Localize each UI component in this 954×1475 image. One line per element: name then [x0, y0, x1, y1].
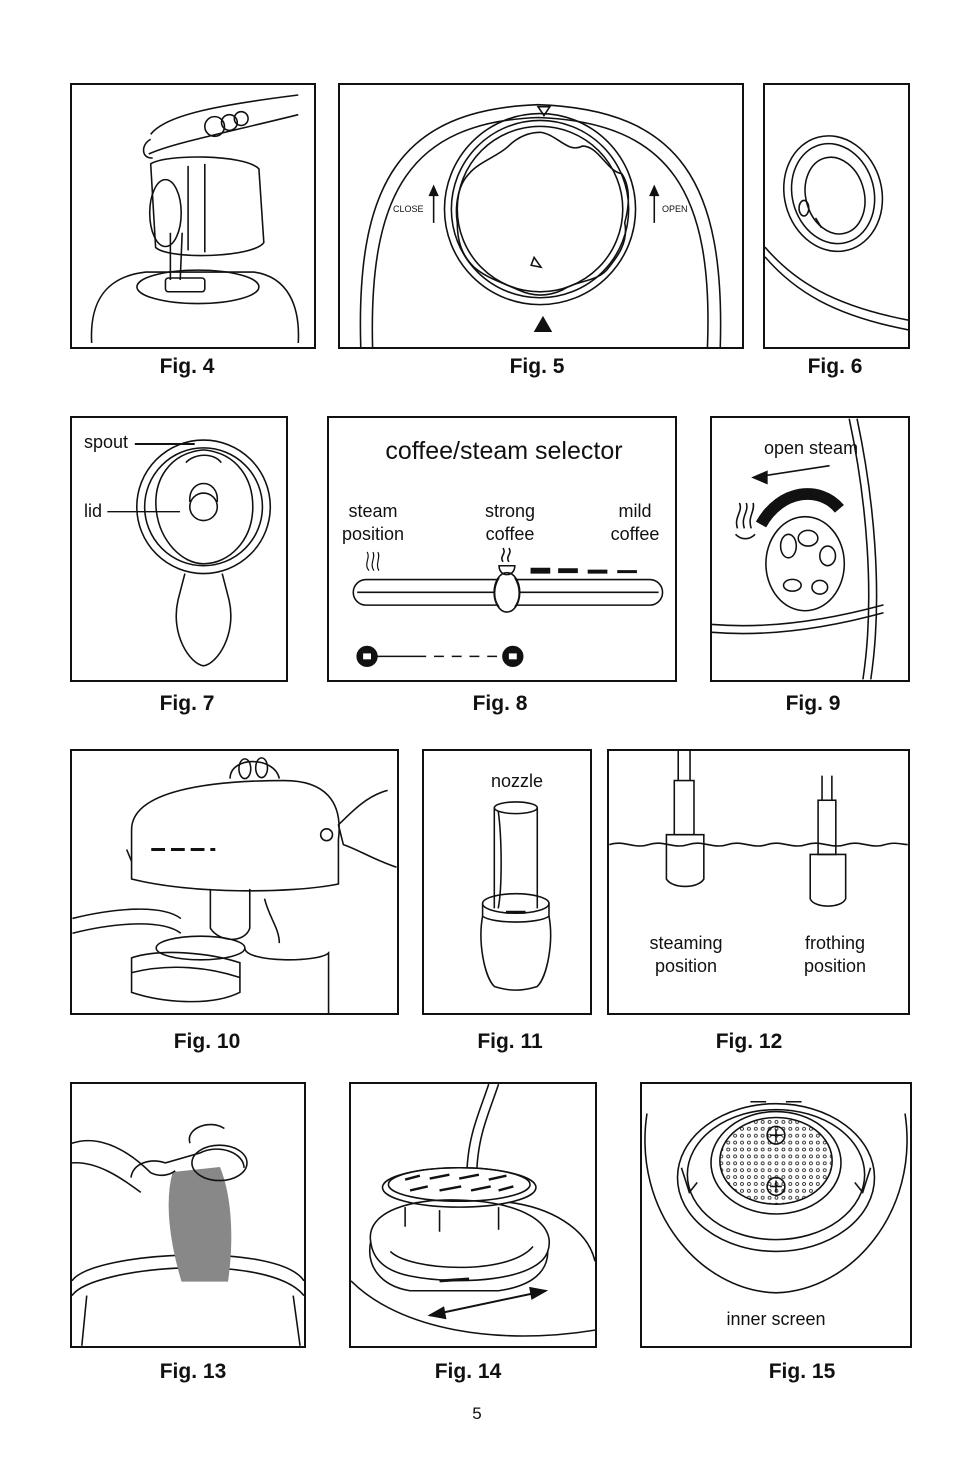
fig7-lid-label: lid [84, 501, 103, 521]
fig6-panel [763, 83, 910, 349]
fig7-spout-label: spout [84, 432, 129, 452]
fig13-caption: Fig. 13 [159, 1360, 227, 1383]
fig6-caption: Fig. 6 [807, 355, 863, 378]
fig12-frothing-label: frothing position [803, 933, 867, 976]
fig6-illustration [765, 135, 908, 331]
fig9-open-steam-label: open steam [764, 438, 859, 458]
fig12-caption: Fig. 12 [715, 1030, 783, 1053]
fig13-illustration [72, 1123, 304, 1346]
fig9-illustration [712, 418, 884, 680]
fig10-caption: Fig. 10 [173, 1030, 241, 1053]
fig14-panel [349, 1082, 597, 1348]
fig12-steaming-label: steaming position [649, 933, 723, 976]
fig4-caption: Fig. 4 [159, 355, 215, 378]
fig15-inner-screen-label: inner screen [726, 1309, 826, 1329]
fig8-title: coffee/steam selector [385, 437, 623, 465]
fig12-panel: steaming position frothing position [607, 749, 910, 1015]
fig13-panel [70, 1082, 306, 1348]
fig8-panel: coffee/steam selector steam position str… [327, 416, 677, 682]
fig5-caption: Fig. 5 [509, 355, 565, 378]
fig10-illustration [72, 757, 397, 1013]
fig11-illustration [480, 801, 552, 991]
fig8-strong-label: strong coffee [484, 501, 536, 544]
fig9-caption: Fig. 9 [785, 692, 841, 715]
fig14-illustration [351, 1084, 595, 1337]
fig15-caption: Fig. 15 [768, 1360, 836, 1383]
fig4-illustration [90, 94, 300, 343]
fig5-panel: CLOSE OPEN [338, 83, 744, 349]
fig15-panel: inner screen [640, 1082, 912, 1348]
fig12-illustration [609, 751, 908, 907]
fig5-illustration [359, 103, 722, 347]
fig15-illustration [644, 1100, 908, 1294]
fig14-caption: Fig. 14 [434, 1360, 502, 1383]
fig8-steam-label: steam position [341, 501, 405, 544]
fig10-panel [70, 749, 399, 1015]
fig7-panel: spout lid [70, 416, 288, 682]
page-number: 5 [472, 1404, 482, 1423]
fig8-mild-label: mild coffee [610, 501, 660, 544]
fig8-illustration [352, 547, 664, 667]
fig9-panel: open steam [710, 416, 910, 682]
fig5-open-label: OPEN [662, 204, 688, 214]
fig4-panel [70, 83, 316, 349]
fig5-close-label: CLOSE [393, 204, 424, 214]
fig11-caption: Fig. 11 [477, 1030, 543, 1053]
fig7-illustration [107, 439, 272, 667]
fig11-panel: nozzle [422, 749, 592, 1015]
fig7-caption: Fig. 7 [159, 692, 215, 715]
fig8-caption: Fig. 8 [472, 692, 528, 715]
fig11-nozzle-label: nozzle [490, 771, 544, 791]
